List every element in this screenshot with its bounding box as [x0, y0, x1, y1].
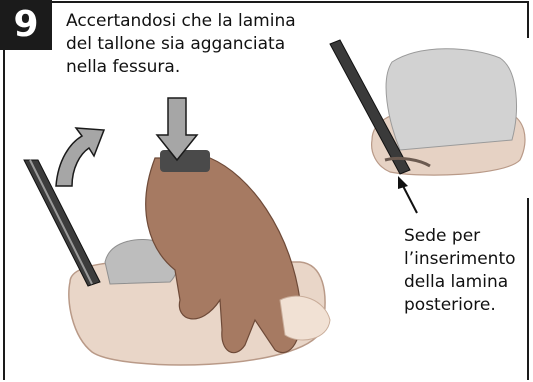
wristwatch [160, 150, 210, 172]
press-down-arrow-icon [155, 97, 199, 162]
inset-photo [326, 38, 531, 198]
callout-line: della lamina [404, 272, 509, 292]
pressing-hand [145, 157, 302, 354]
heel-slot [384, 156, 431, 168]
callout-line: posteriore. [404, 295, 496, 315]
inset-tool [329, 39, 411, 175]
instruction-line: nella fessura. [66, 57, 181, 77]
callout-line: Sede per [404, 226, 481, 246]
step-number-badge: 9 [0, 0, 52, 50]
callout-pointer-line [401, 183, 418, 214]
slot-callout-text: Sede per l’inserimento della lamina post… [404, 225, 524, 317]
rotate-arrow-icon [55, 127, 106, 187]
callout-line: l’inserimento [404, 249, 516, 269]
instruction-line: Accertandosi che la lamina [66, 11, 296, 31]
callout-arrowhead-icon [398, 176, 408, 189]
instruction-line: del tallone sia agganciata [66, 34, 286, 54]
instruction-text: Accertandosi che la lamina del tallone s… [66, 10, 326, 79]
main-photo [15, 150, 331, 382]
heel-sock [385, 48, 517, 151]
